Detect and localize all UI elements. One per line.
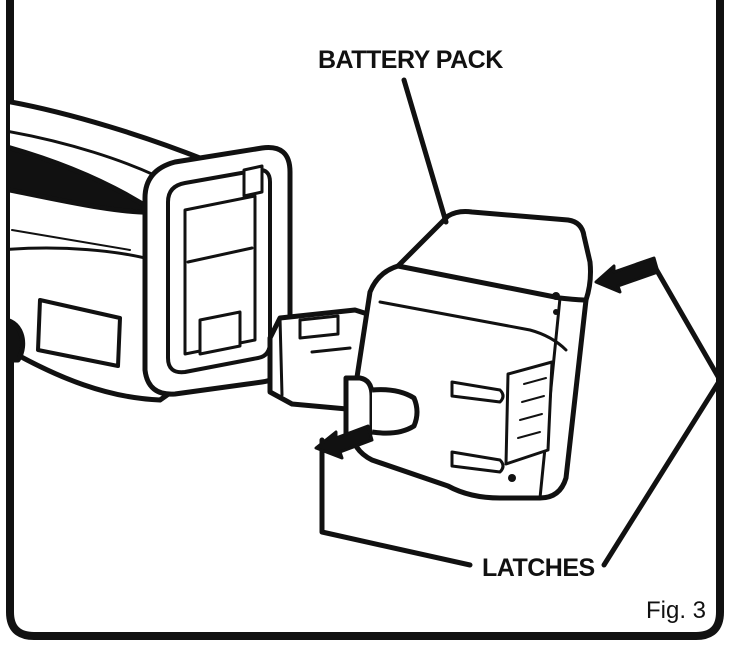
latches-label: LATCHES [482, 554, 595, 582]
latches-leader-right [601, 259, 723, 568]
leader-lines [319, 77, 723, 568]
arrow-left-latch [314, 424, 374, 460]
latches-leader-left [319, 437, 473, 568]
tool-receptacle [142, 145, 293, 397]
battery-pack-leader [401, 77, 449, 225]
latch-arrows [314, 256, 660, 460]
battery-pack-label: BATTERY PACK [318, 46, 503, 74]
figure-caption: Fig. 3 [646, 597, 706, 624]
arrow-right-latch [594, 256, 660, 294]
